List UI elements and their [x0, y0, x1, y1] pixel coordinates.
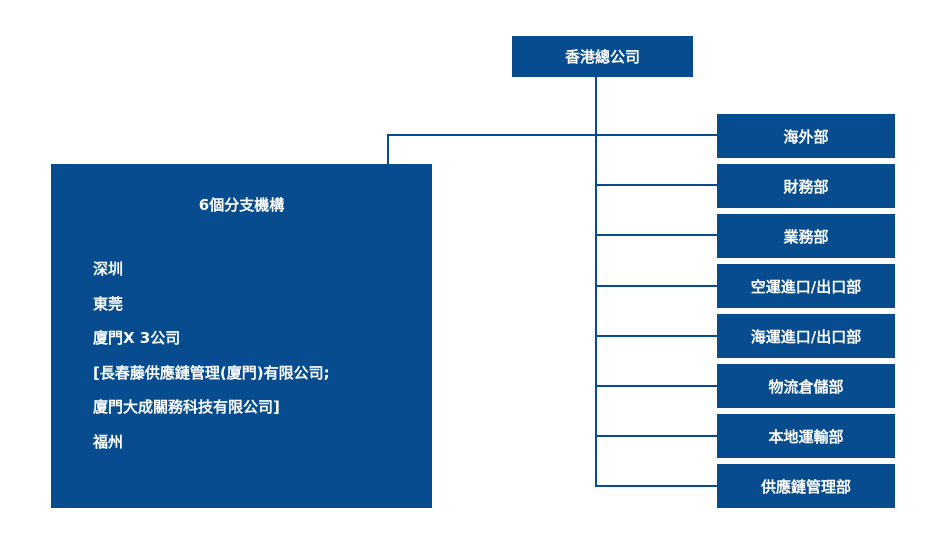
hq-trunk-line [595, 77, 597, 486]
dept-node-sea-freight: 海運進口/出口部 [717, 314, 895, 358]
dept-label: 海運進口/出口部 [750, 327, 862, 346]
hq-label: 香港總公司 [564, 48, 640, 66]
dept-connector [595, 435, 717, 437]
dept-connector [595, 335, 717, 337]
dept-label: 物流倉儲部 [768, 377, 844, 396]
dept-node-supply-chain: 供應鏈管理部 [717, 464, 895, 508]
dept-label: 供應鏈管理部 [760, 477, 851, 496]
dept-node-local-transport: 本地運輸部 [717, 414, 895, 458]
dept-node-logistics-warehouse: 物流倉儲部 [717, 364, 895, 408]
dept-label: 空運進口/出口部 [750, 277, 862, 296]
dept-connector [595, 134, 717, 136]
dept-connector [595, 385, 717, 387]
dept-label: 業務部 [783, 227, 829, 246]
dept-connector [595, 285, 717, 287]
branch-list-item: 廈門大成關務科技有限公司] [93, 398, 280, 417]
dept-connector [595, 234, 717, 236]
branch-list-item: 福州 [93, 432, 124, 451]
branch-horizontal-connector [387, 134, 597, 136]
dept-connector [595, 184, 717, 186]
dept-connector [595, 485, 717, 487]
hq-node: 香港總公司 [512, 36, 693, 77]
dept-node-finance: 財務部 [717, 164, 895, 208]
branch-list-item: 廈門X 3公司 [93, 329, 181, 348]
dept-node-overseas: 海外部 [717, 114, 895, 158]
dept-node-air-freight: 空運進口/出口部 [717, 264, 895, 308]
branch-list-item: [長春藤供應鏈管理(廈門)有限公司; [93, 363, 330, 382]
dept-label: 財務部 [783, 177, 829, 196]
dept-label: 海外部 [783, 127, 829, 146]
branch-list-item: 東莞 [93, 294, 124, 313]
dept-label: 本地運輸部 [768, 427, 844, 446]
branch-list: 深圳 東莞 廈門X 3公司 [長春藤供應鏈管理(廈門)有限公司; 廈門大成關務科… [93, 252, 330, 460]
branch-vertical-connector [387, 134, 389, 164]
branch-offices-box: 6個分支機構 深圳 東莞 廈門X 3公司 [長春藤供應鏈管理(廈門)有限公司; … [51, 164, 432, 508]
branch-list-item: 深圳 [93, 260, 124, 278]
dept-node-business: 業務部 [717, 214, 895, 258]
branch-title: 6個分支機構 [198, 196, 285, 214]
